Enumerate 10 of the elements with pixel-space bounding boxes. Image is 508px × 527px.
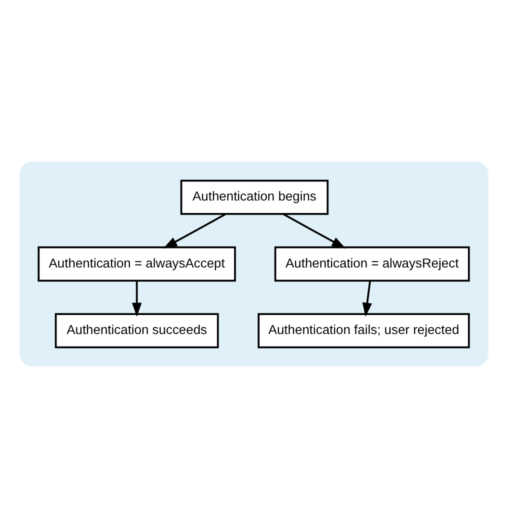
node-box: Authentication fails; user rejected	[258, 312, 470, 348]
cluster	[20, 161, 488, 366]
arrow	[282, 212, 346, 248]
node-box: Authentication succeeds	[54, 312, 219, 348]
arrow	[163, 212, 226, 248]
node-box: Authentication = alwaysAccept	[38, 246, 236, 282]
arrow	[132, 280, 142, 316]
node-box: Authentication begins	[180, 179, 329, 214]
node-box: Authentication = alwaysReject	[274, 246, 470, 282]
arrow	[362, 280, 372, 316]
